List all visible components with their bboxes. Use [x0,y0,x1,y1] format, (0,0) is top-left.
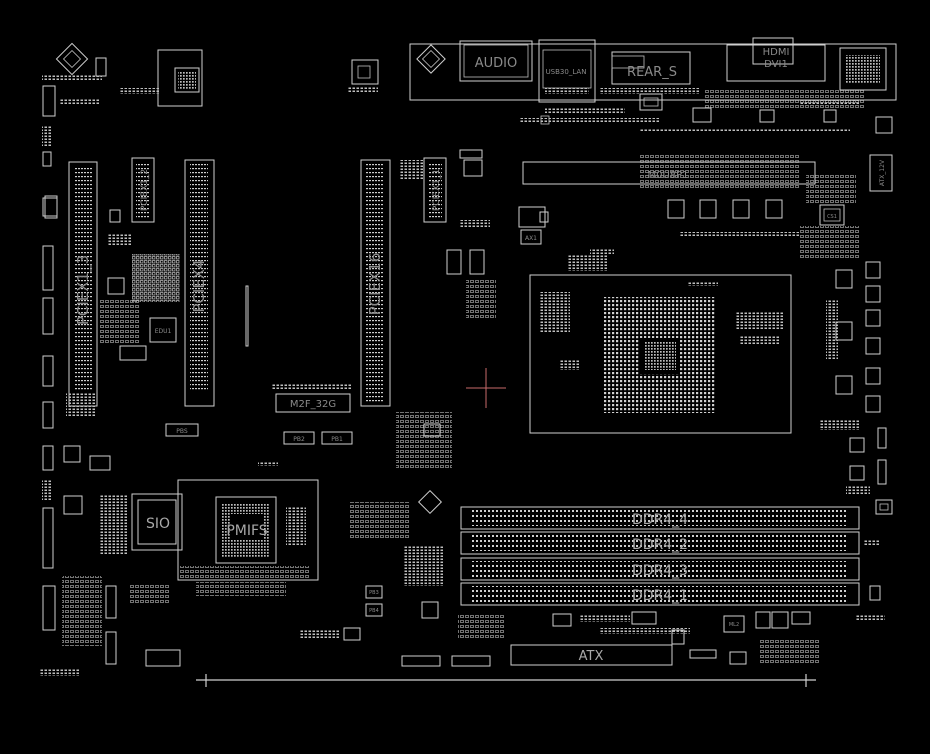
rear-label: REAR_S [627,65,677,80]
cpu-socket [529,248,792,434]
chipset-area: PMIFS [177,479,319,581]
pciex1-1-slot: PCIEX1_1 [423,157,447,223]
ddr4-4-label: DDR4_4 [632,512,688,528]
sio-chip: SIO [62,445,286,667]
pciex1-1-label: PCIEX1_1 [432,169,442,211]
io-support-components [520,88,893,134]
ml2-label: ML2 [729,622,739,628]
right-edge-components: CS1 [800,175,893,620]
ddr4-1-label: DDR4_1 [632,588,688,604]
dvi-label: DVI1 [764,59,788,70]
pciex1-2-label: PCIEX1_2 [140,169,150,211]
atx-connector: ATX [510,644,673,666]
audio-label: AUDIO [475,56,518,71]
ax1-label: AX1 [525,235,537,242]
pciex1-3-label: PCIEX1_3 [74,255,93,325]
pb2-label: PB2 [293,436,305,443]
ddr4-3-label: DDR4_3 [632,563,688,579]
pmifs-label: PMIFS [226,523,267,539]
ddr4-2-label: DDR4_2 [632,537,688,553]
usb-lan-label: USB30_LAN [546,68,587,76]
left-edge-headers [40,85,80,676]
rear-io-panel: AUDIO USB30_LAN REAR_S HDMI DVI1 [409,37,897,103]
ddr4-3-slot: DDR4_3 [460,557,860,581]
atx12v-label: ATX_12V [879,159,886,186]
usb-lan-connector: USB30_LAN [538,39,596,103]
top-left-components [42,42,379,107]
m2-slot: M2F_32G PB2 PB1 [272,384,353,445]
mid-components: PB3 PB4 [258,149,504,667]
pbs-label: PBS [176,428,188,435]
usb-rear-right [839,47,887,91]
pciex16-slot: PCIEX16 [360,159,391,407]
m2f-label: M2F_32G [290,399,336,410]
pciex1-2-slot: PCIEX1_2 [131,157,155,223]
ddr4-4-slot: DDR4_4 [460,506,860,530]
ddr4-2-slot: DDR4_2 [460,531,860,555]
pb3-label: PB3 [369,590,379,596]
pciex1-3-slot: PCIEX1_3 [68,161,98,407]
mid-left-components: EDU1 PBS [44,195,249,437]
io-diamond-chip [416,44,446,74]
ddr4-1-slot: DDR4_1 [460,582,860,606]
hdmi-label: HDMI [763,47,790,58]
below-ddr-components: ML2 [552,611,820,665]
board-bottom-edge [196,674,816,687]
atx-label: ATX [579,649,604,664]
cs1-label: CS1 [827,214,837,220]
hdmi-dvi-connector: HDMI DVI1 [726,37,826,82]
crosshair-cursor-icon [466,368,506,408]
sio-label: SIO [146,516,170,532]
pb1-label: PB1 [331,436,343,443]
audio-connector: AUDIO [459,40,533,82]
pciex16-label: PCIEX16 [366,253,384,316]
rear-connector: REAR_S [611,51,691,85]
svg-text:M0U8P1: M0U8P1 [647,170,688,181]
pb4-label: PB4 [369,608,379,614]
pciex4-slot: PCIEX4 [184,159,215,407]
vrm-area: M0U8P1 AX1 [518,154,816,245]
edu1-label: EDU1 [155,328,172,335]
atx12v-connector: ATX_12V [869,154,893,192]
pciex4-label: PCIEX4 [190,259,208,312]
